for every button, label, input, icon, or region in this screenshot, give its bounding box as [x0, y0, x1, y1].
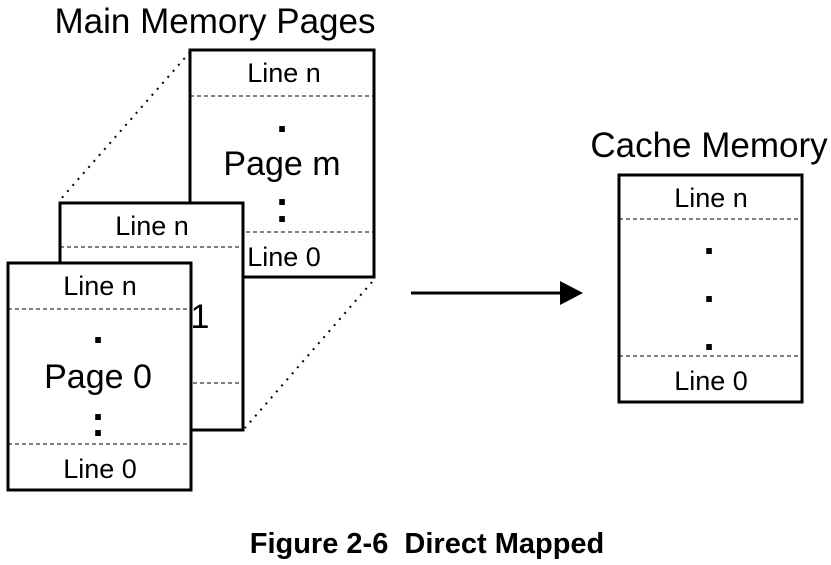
page-0-dot-1: . — [92, 308, 103, 352]
page-0-line-n: Line n — [63, 271, 137, 301]
page-m-line-n: Line n — [247, 58, 321, 88]
page-0-box: Line n . Page 0 . . Line 0 — [6, 261, 193, 492]
page-1-label: 1 — [191, 298, 210, 336]
cache-memory-title: Cache Memory — [590, 126, 828, 165]
page-0-dot-2: . — [92, 385, 103, 429]
page-0-label: Page 0 — [44, 358, 152, 396]
perspective-line-bottom — [244, 281, 373, 429]
page-m-dot-1: . — [276, 97, 287, 141]
cache-line-0: Line 0 — [674, 366, 748, 396]
figure-caption: Figure 2-6 Direct Mapped — [250, 528, 605, 560]
page-1-line-n: Line n — [115, 211, 189, 241]
page-m-dot-2: . — [276, 170, 287, 214]
cache-dot-2: . — [703, 267, 714, 311]
cache-dot-1: . — [703, 219, 714, 263]
mapping-arrow — [411, 281, 583, 305]
cache-dot-3: . — [703, 315, 714, 359]
page-m-line-0: Line 0 — [247, 242, 321, 272]
main-memory-title: Main Memory Pages — [55, 2, 376, 41]
page-m-dot-3: . — [276, 187, 287, 231]
perspective-line-top — [59, 51, 191, 201]
page-m-label: Page m — [223, 145, 340, 183]
page-0-dot-3: . — [92, 401, 103, 445]
page-0-line-0: Line 0 — [63, 454, 137, 484]
cache-memory-box: Line n . . . Line 0 — [617, 173, 804, 404]
cache-line-n: Line n — [674, 183, 748, 213]
